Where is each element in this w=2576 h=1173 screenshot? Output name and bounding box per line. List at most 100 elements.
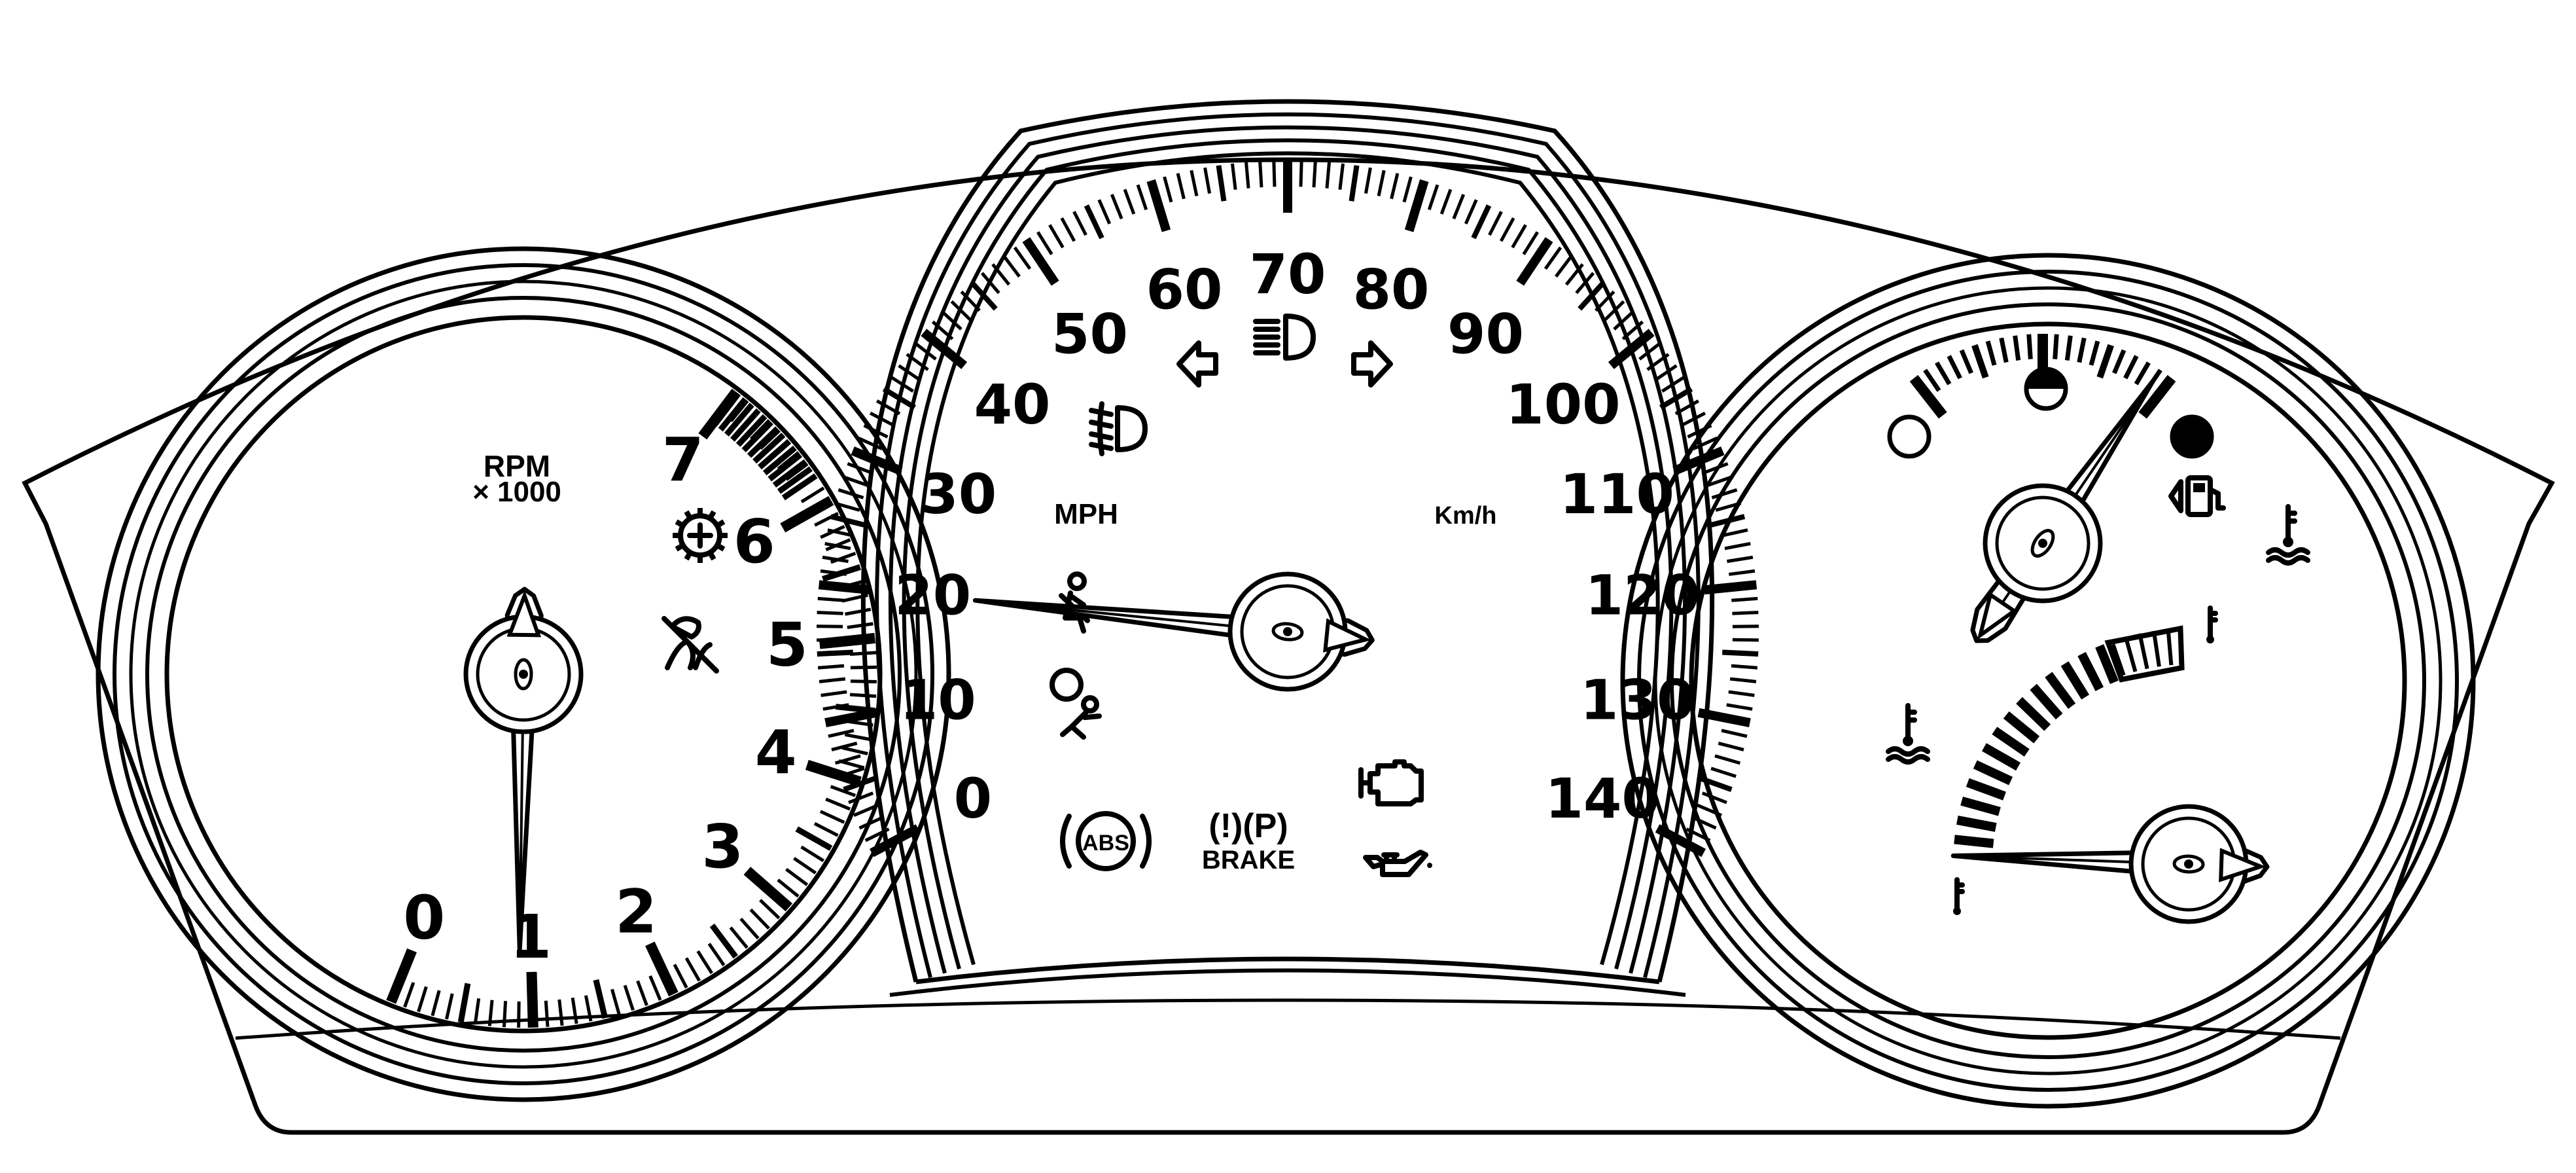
speed-minor-tick <box>869 411 894 427</box>
speed-minor-tick <box>857 436 883 450</box>
speed-minor-tick <box>1511 224 1527 249</box>
fuel-full-marker <box>2170 414 2214 459</box>
speed-minor-tick <box>1464 199 1478 225</box>
mph-unit-label: MPH <box>1054 498 1118 530</box>
temp-tick <box>2095 644 2119 684</box>
temp-tick <box>2030 683 2063 720</box>
speed-minor-tick <box>1613 310 1634 331</box>
speed-minor-tick <box>1727 555 1754 564</box>
speed-minor-tick <box>864 827 890 842</box>
speed-minor-tick <box>1681 411 1706 427</box>
gear-tooth <box>707 550 716 561</box>
speed-minor-tick <box>1060 217 1076 242</box>
brake-warning-icon: (!)(P) BRAKE <box>1202 807 1295 875</box>
redline-hatch <box>768 452 803 482</box>
fuel-temp-ring <box>1689 321 2407 1040</box>
speed-minor-tick <box>1708 514 1746 528</box>
tach-tick-label: 1 <box>510 902 552 972</box>
minor-tick <box>739 917 760 940</box>
speed-minor-tick <box>890 376 915 393</box>
speed-minor-tick <box>1604 300 1625 321</box>
speed-minor-tick <box>858 816 884 830</box>
minor-tick <box>813 821 839 837</box>
speed-minor-tick <box>1390 173 1400 200</box>
tachometer-ring <box>145 296 902 1053</box>
minor-tick <box>457 983 471 1023</box>
speed-minor-tick <box>1488 211 1503 236</box>
temp-gauge-ticks <box>1954 625 2185 848</box>
tachometer-needle <box>463 586 584 952</box>
speed-major-tick <box>818 580 872 595</box>
fuel-temp-gauge <box>1620 253 2476 1109</box>
minor-tick <box>849 693 877 698</box>
needle-pivot <box>2038 539 2047 548</box>
minor-tick <box>850 679 877 683</box>
speed-minor-tick <box>1722 649 1759 657</box>
speed-minor-tick <box>853 803 879 817</box>
speed-minor-tick <box>1312 161 1317 188</box>
temp-hot-hatch <box>2138 636 2149 670</box>
left-turn-signal-icon <box>1176 340 1218 388</box>
minor-tick <box>845 607 872 616</box>
gear-tooth <box>675 543 685 552</box>
abs-warning-icon: ABS <box>1060 811 1152 871</box>
minor-tick <box>844 732 872 742</box>
fuel-major-tick <box>1909 374 1947 419</box>
speed-minor-tick <box>1036 231 1053 255</box>
speed-minor-tick <box>1097 199 1112 225</box>
speed-tick-label: 100 <box>1506 372 1620 437</box>
tachometer-ticks <box>386 388 877 1028</box>
speed-minor-tick <box>1364 167 1372 194</box>
needle-tail <box>506 590 542 638</box>
speed-minor-tick <box>882 386 917 410</box>
seatbelt-reminder-icon <box>1059 571 1090 634</box>
right-turn-signal-icon <box>1351 340 1393 388</box>
fuel-gauge-ticks <box>1909 334 2176 419</box>
speedometer-bezel-ring <box>902 138 1674 969</box>
speed-minor-tick <box>824 541 851 550</box>
coolant-temp-warning-icon <box>2266 504 2310 566</box>
tach-tick-label: 2 <box>615 877 657 947</box>
speed-minor-tick <box>1691 816 1717 830</box>
speed-minor-tick <box>842 475 868 487</box>
fuel-minor-tick <box>1999 337 2009 363</box>
minor-tick <box>777 878 800 898</box>
minor-tick <box>593 979 609 1019</box>
minor-tick <box>684 957 701 982</box>
minor-tick <box>696 950 713 975</box>
speed-minor-tick <box>1190 170 1199 196</box>
redline-hatch <box>718 397 748 432</box>
speed-minor-tick <box>969 280 998 311</box>
fuel-minor-tick <box>2053 334 2059 359</box>
redline-hatch <box>741 420 773 453</box>
tach-tick-label: 3 <box>701 812 743 882</box>
speed-minor-tick <box>1522 231 1539 255</box>
temp-hot-icon <box>2206 605 2218 643</box>
engine-check-icon <box>1358 759 1424 806</box>
temp-tick <box>1966 778 2006 801</box>
minor-tick <box>502 1001 508 1028</box>
fuel-empty-marker <box>1887 414 1932 459</box>
redline-hatch <box>762 445 797 476</box>
temp-tick <box>1981 743 2021 771</box>
speed-minor-tick <box>1499 217 1515 242</box>
temp-needle <box>1950 804 2270 924</box>
gear-tooth <box>715 519 726 528</box>
minor-tick <box>636 980 648 1006</box>
minor-tick <box>707 943 726 967</box>
fuel-minor-tick <box>1935 361 1952 386</box>
major-tick <box>526 971 538 1028</box>
speedometer-bezel-ring <box>915 151 1660 965</box>
speed-minor-tick <box>819 677 846 683</box>
speed-minor-tick <box>847 461 873 475</box>
speed-minor-tick <box>1685 827 1711 842</box>
speed-minor-tick <box>817 611 843 615</box>
speed-minor-tick <box>980 272 1000 295</box>
speed-major-tick <box>1697 708 1751 728</box>
speed-tick-label: 90 <box>1447 302 1524 367</box>
speed-minor-tick <box>848 791 874 804</box>
speed-major-tick <box>1655 824 1706 857</box>
